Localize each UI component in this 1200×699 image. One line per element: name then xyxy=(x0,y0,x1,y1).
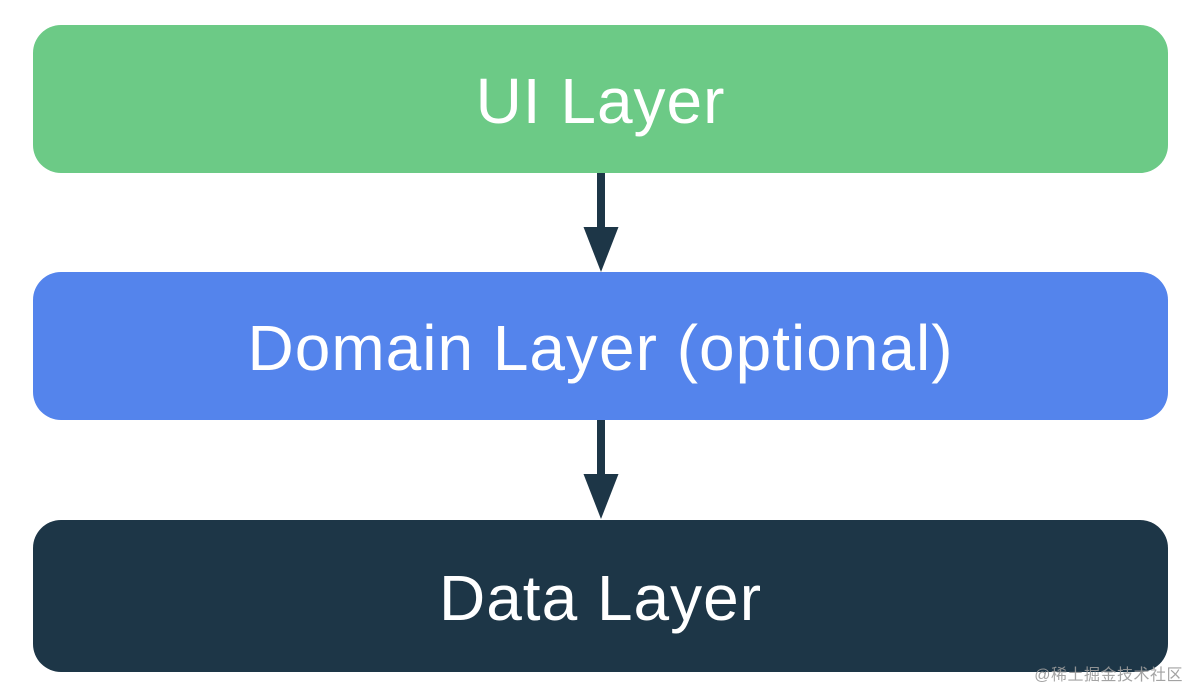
arrow-down-icon xyxy=(579,173,623,273)
arrow-down-glyph xyxy=(583,420,619,519)
arrow-down-icon xyxy=(579,420,623,520)
watermark: @稀土掘金技术社区 xyxy=(1034,667,1183,684)
layer-label-ui: UI Layer xyxy=(475,65,726,137)
layer-label-data: Data Layer xyxy=(438,562,763,634)
layer-box-data: Data Layer xyxy=(33,520,1168,672)
arrow-down-glyph xyxy=(583,173,619,272)
layer-box-ui: UI Layer xyxy=(33,25,1168,173)
layer-label-domain: Domain Layer (optional) xyxy=(247,312,954,384)
layer-box-domain: Domain Layer (optional) xyxy=(33,272,1168,420)
